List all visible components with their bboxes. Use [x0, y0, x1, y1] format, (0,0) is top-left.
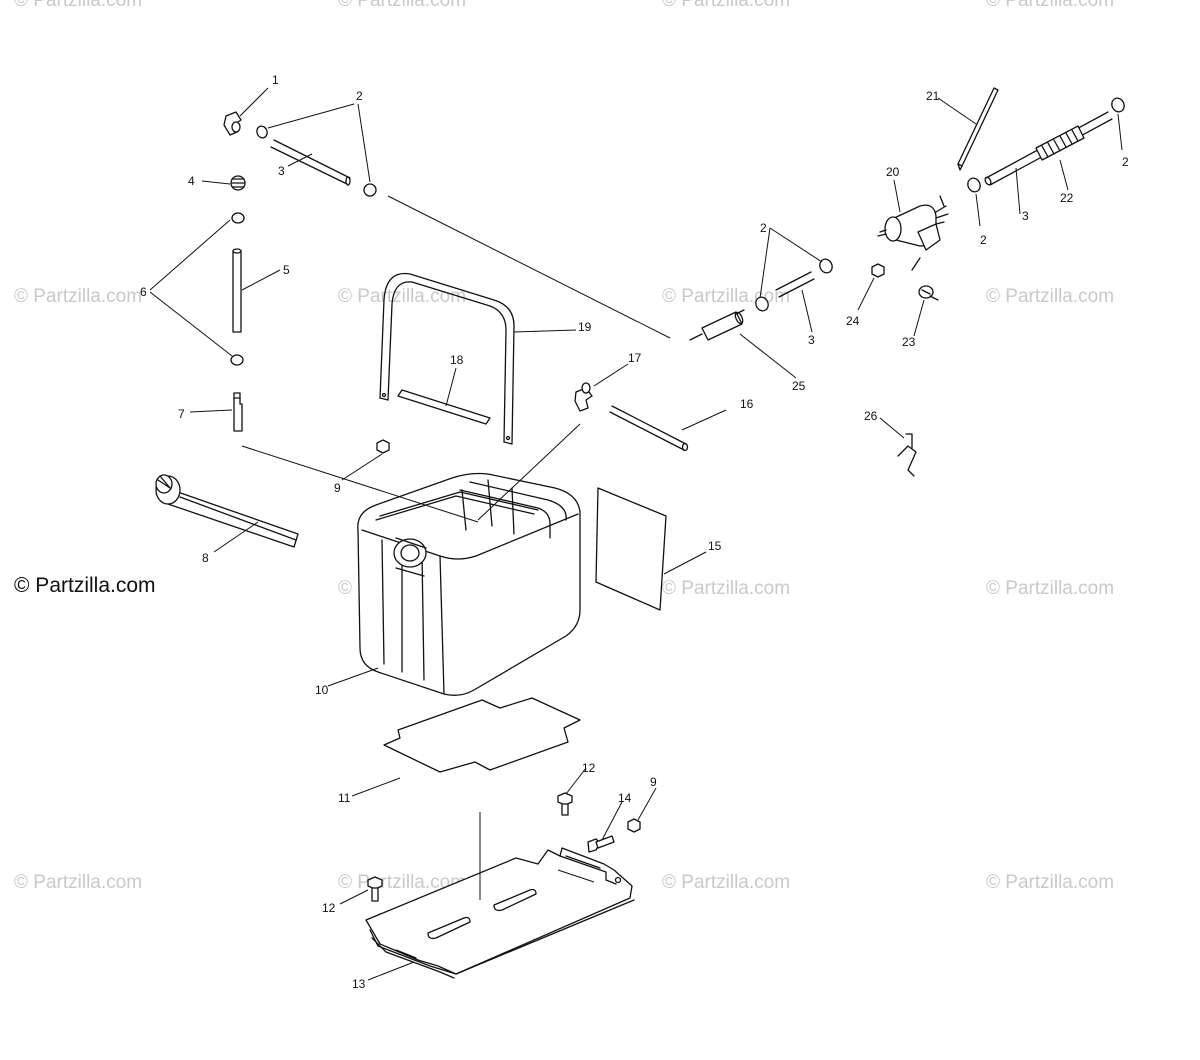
watermark: © Partzilla.com	[986, 578, 1114, 599]
callout-17: 17	[628, 351, 642, 365]
watermark: © Partzilla.com	[662, 286, 790, 307]
callout-21: 21	[926, 89, 940, 103]
part-2-clamp	[256, 97, 1125, 312]
part-9-nut	[376, 439, 641, 833]
callout-9-lower: 9	[650, 775, 657, 789]
callout-13: 13	[352, 977, 366, 991]
watermark: © Partzilla.com	[986, 0, 1114, 11]
part-16-hose	[609, 405, 689, 452]
callout-25: 25	[792, 379, 806, 393]
callout-1: 1	[272, 73, 279, 87]
watermark-grid: © Partzilla.com © Partzilla.com © Partzi…	[14, 0, 1114, 893]
callout-4: 4	[188, 174, 195, 188]
watermark: © Partzilla.com	[338, 0, 466, 11]
watermark: © Partzilla.com	[662, 578, 790, 599]
callout-11: 11	[338, 791, 351, 805]
callout-2: 2	[356, 89, 363, 103]
partzilla-watermark-main: © Partzilla.com	[14, 574, 156, 597]
callout-10: 10	[315, 683, 329, 697]
callout-8: 8	[202, 551, 209, 565]
callout-6: 6	[140, 285, 147, 299]
part-25-fuel-filter	[689, 309, 745, 341]
part-11-gasket-pad	[383, 697, 581, 773]
part-20-fuel-pump	[877, 195, 949, 271]
watermark: © Partzilla.com	[14, 286, 142, 307]
watermark: © Partzilla.com	[14, 872, 142, 893]
part-3-hose	[270, 111, 1113, 298]
part-5-vent-tube	[232, 248, 242, 333]
callout-12-lower: 12	[322, 901, 336, 915]
part-22-sleeved-hose	[1035, 125, 1085, 161]
part-23-screw	[918, 285, 939, 301]
part-21-tube	[957, 87, 999, 171]
part-24-nut	[871, 263, 885, 278]
callout-20: 20	[886, 165, 900, 179]
part-18-strip-pad	[397, 389, 491, 425]
part-8-fuel-sender	[155, 474, 299, 548]
callout-9: 9	[334, 481, 341, 495]
watermark: © Partzilla.com	[662, 872, 790, 893]
part-14-bolt	[587, 835, 615, 853]
part-10-fuel-tank	[357, 472, 581, 696]
watermark: © Partzilla.com	[338, 872, 466, 893]
callout-2-mid: 2	[760, 221, 767, 235]
callout-3: 3	[278, 164, 285, 178]
callout-22: 22	[1060, 191, 1074, 205]
part-17-elbow-fitting	[574, 382, 593, 412]
part-7-fitting	[233, 392, 243, 432]
callout-5: 5	[283, 263, 290, 277]
callout-labels: 1 2 3 4 5 6 7 8 9 10 11 12 9 14 12 13 15…	[140, 73, 1129, 991]
part-12-bolt	[367, 792, 573, 902]
leader-lines	[149, 87, 1123, 981]
callout-19: 19	[578, 320, 592, 334]
watermark: © Partzilla.com	[986, 872, 1114, 893]
part-13-skid-plate	[365, 847, 635, 979]
callout-3-right: 3	[1022, 209, 1029, 223]
callout-24: 24	[846, 314, 860, 328]
watermark: © Partzilla.com	[662, 0, 790, 11]
watermark: © Partzilla.com	[338, 286, 466, 307]
callout-2-right: 2	[980, 233, 987, 247]
callout-26: 26	[864, 409, 878, 423]
part-15-decal	[595, 487, 667, 611]
part-26-clip	[897, 433, 917, 477]
watermark: © Partzilla.com	[986, 286, 1114, 307]
callout-2-far-right: 2	[1122, 155, 1129, 169]
callout-3-mid: 3	[808, 333, 815, 347]
callout-23: 23	[902, 335, 916, 349]
part-4-grommet	[230, 175, 246, 191]
callout-7: 7	[178, 407, 185, 421]
callout-15: 15	[708, 539, 722, 553]
part-1-elbow-fitting	[223, 111, 242, 136]
callout-12: 12	[582, 761, 596, 775]
watermark: © Partzilla.com	[14, 0, 142, 11]
callout-14: 14	[618, 791, 632, 805]
callout-18: 18	[450, 353, 464, 367]
callout-16: 16	[740, 397, 754, 411]
part-19-strap	[379, 272, 515, 445]
part-6-cap	[230, 212, 245, 366]
